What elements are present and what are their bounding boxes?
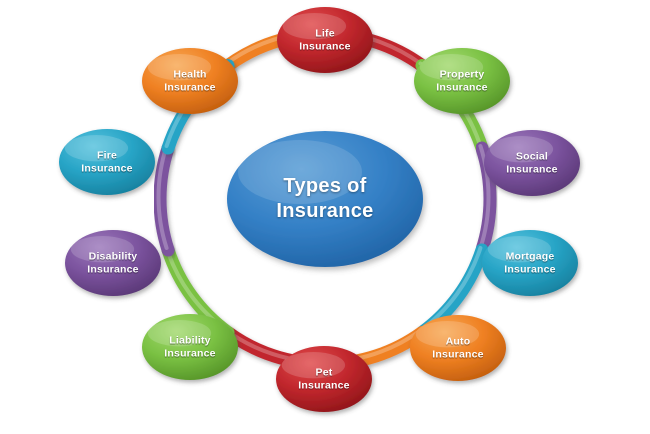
node-health-insurance[interactable]	[142, 48, 238, 114]
node-life-insurance[interactable]	[277, 7, 373, 73]
connector-disability-to-fire	[153, 141, 175, 257]
node-social-insurance[interactable]	[484, 130, 580, 196]
center-highlight	[238, 140, 362, 204]
center-ellipse	[227, 131, 423, 267]
node-highlight-property-insurance	[419, 53, 484, 81]
node-ellipse-disability-insurance[interactable]	[65, 230, 161, 296]
node-fire-insurance[interactable]	[59, 129, 155, 195]
node-liability-insurance[interactable]	[142, 314, 238, 380]
node-highlight-liability-insurance	[147, 319, 212, 347]
node-ellipse-fire-insurance[interactable]	[59, 129, 155, 195]
node-highlight-pet-insurance	[281, 351, 346, 379]
node-ellipse-pet-insurance[interactable]	[276, 346, 372, 412]
node-ellipse-mortgage-insurance[interactable]	[482, 230, 578, 296]
node-highlight-auto-insurance	[415, 320, 480, 348]
node-ellipse-liability-insurance[interactable]	[142, 314, 238, 380]
node-ellipse-auto-insurance[interactable]	[410, 315, 506, 381]
node-highlight-social-insurance	[489, 135, 554, 163]
node-ellipse-life-insurance[interactable]	[277, 7, 373, 73]
node-ellipse-social-insurance[interactable]	[484, 130, 580, 196]
node-property-insurance[interactable]	[414, 48, 510, 114]
connector-highlight-social-to-mortgage	[478, 144, 491, 250]
node-highlight-health-insurance	[147, 53, 212, 81]
node-highlight-fire-insurance	[64, 134, 129, 162]
node-highlight-life-insurance	[282, 12, 347, 40]
nodes-layer	[59, 7, 580, 412]
center-node	[227, 131, 423, 267]
node-ellipse-health-insurance[interactable]	[142, 48, 238, 114]
connector-highlight-disability-to-fire	[156, 144, 169, 250]
node-highlight-disability-insurance	[70, 235, 135, 263]
node-disability-insurance[interactable]	[65, 230, 161, 296]
node-auto-insurance[interactable]	[410, 315, 506, 381]
node-ellipse-property-insurance[interactable]	[414, 48, 510, 114]
node-pet-insurance[interactable]	[276, 346, 372, 412]
node-mortgage-insurance[interactable]	[482, 230, 578, 296]
node-highlight-mortgage-insurance	[487, 235, 552, 263]
